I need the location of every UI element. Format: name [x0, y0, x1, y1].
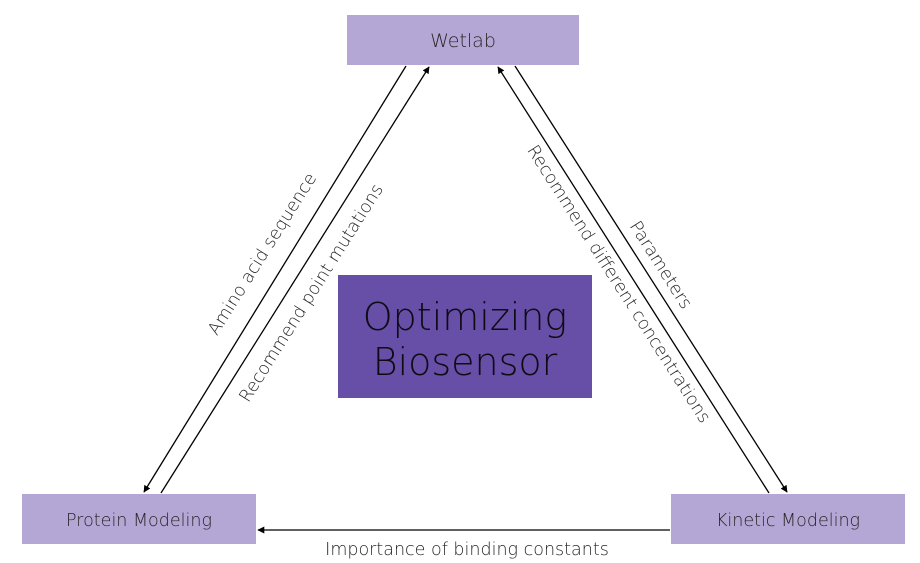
edge-label-importance-of-binding-constants: Importance of binding constants [325, 540, 609, 560]
edges [143, 65, 788, 534]
node-wetlab-box [347, 15, 579, 65]
node-kinetic-modeling: Kinetic Modeling [671, 494, 905, 544]
edge-recommend-different-concentrations [497, 66, 770, 494]
center-title-line-1: Optimizing [363, 295, 567, 339]
node-wetlab: Wetlab [347, 15, 579, 65]
node-wetlab-label: Wetlab [430, 30, 496, 52]
node-kinetic-modeling-label: Kinetic Modeling [716, 511, 860, 531]
edge-amino-acid-sequence [143, 65, 407, 493]
center-title-line-2: Biosensor [373, 340, 558, 384]
edge-parameters [514, 65, 788, 493]
center-node: Optimizing Biosensor [338, 275, 592, 398]
node-protein-modeling: Protein Modeling [22, 494, 256, 544]
node-kinetic-modeling-box [671, 494, 905, 544]
edge-recommend-point-mutations [160, 66, 430, 494]
node-protein-modeling-box [22, 494, 256, 544]
node-protein-modeling-label: Protein Modeling [66, 511, 212, 531]
center-node-box [338, 275, 592, 398]
